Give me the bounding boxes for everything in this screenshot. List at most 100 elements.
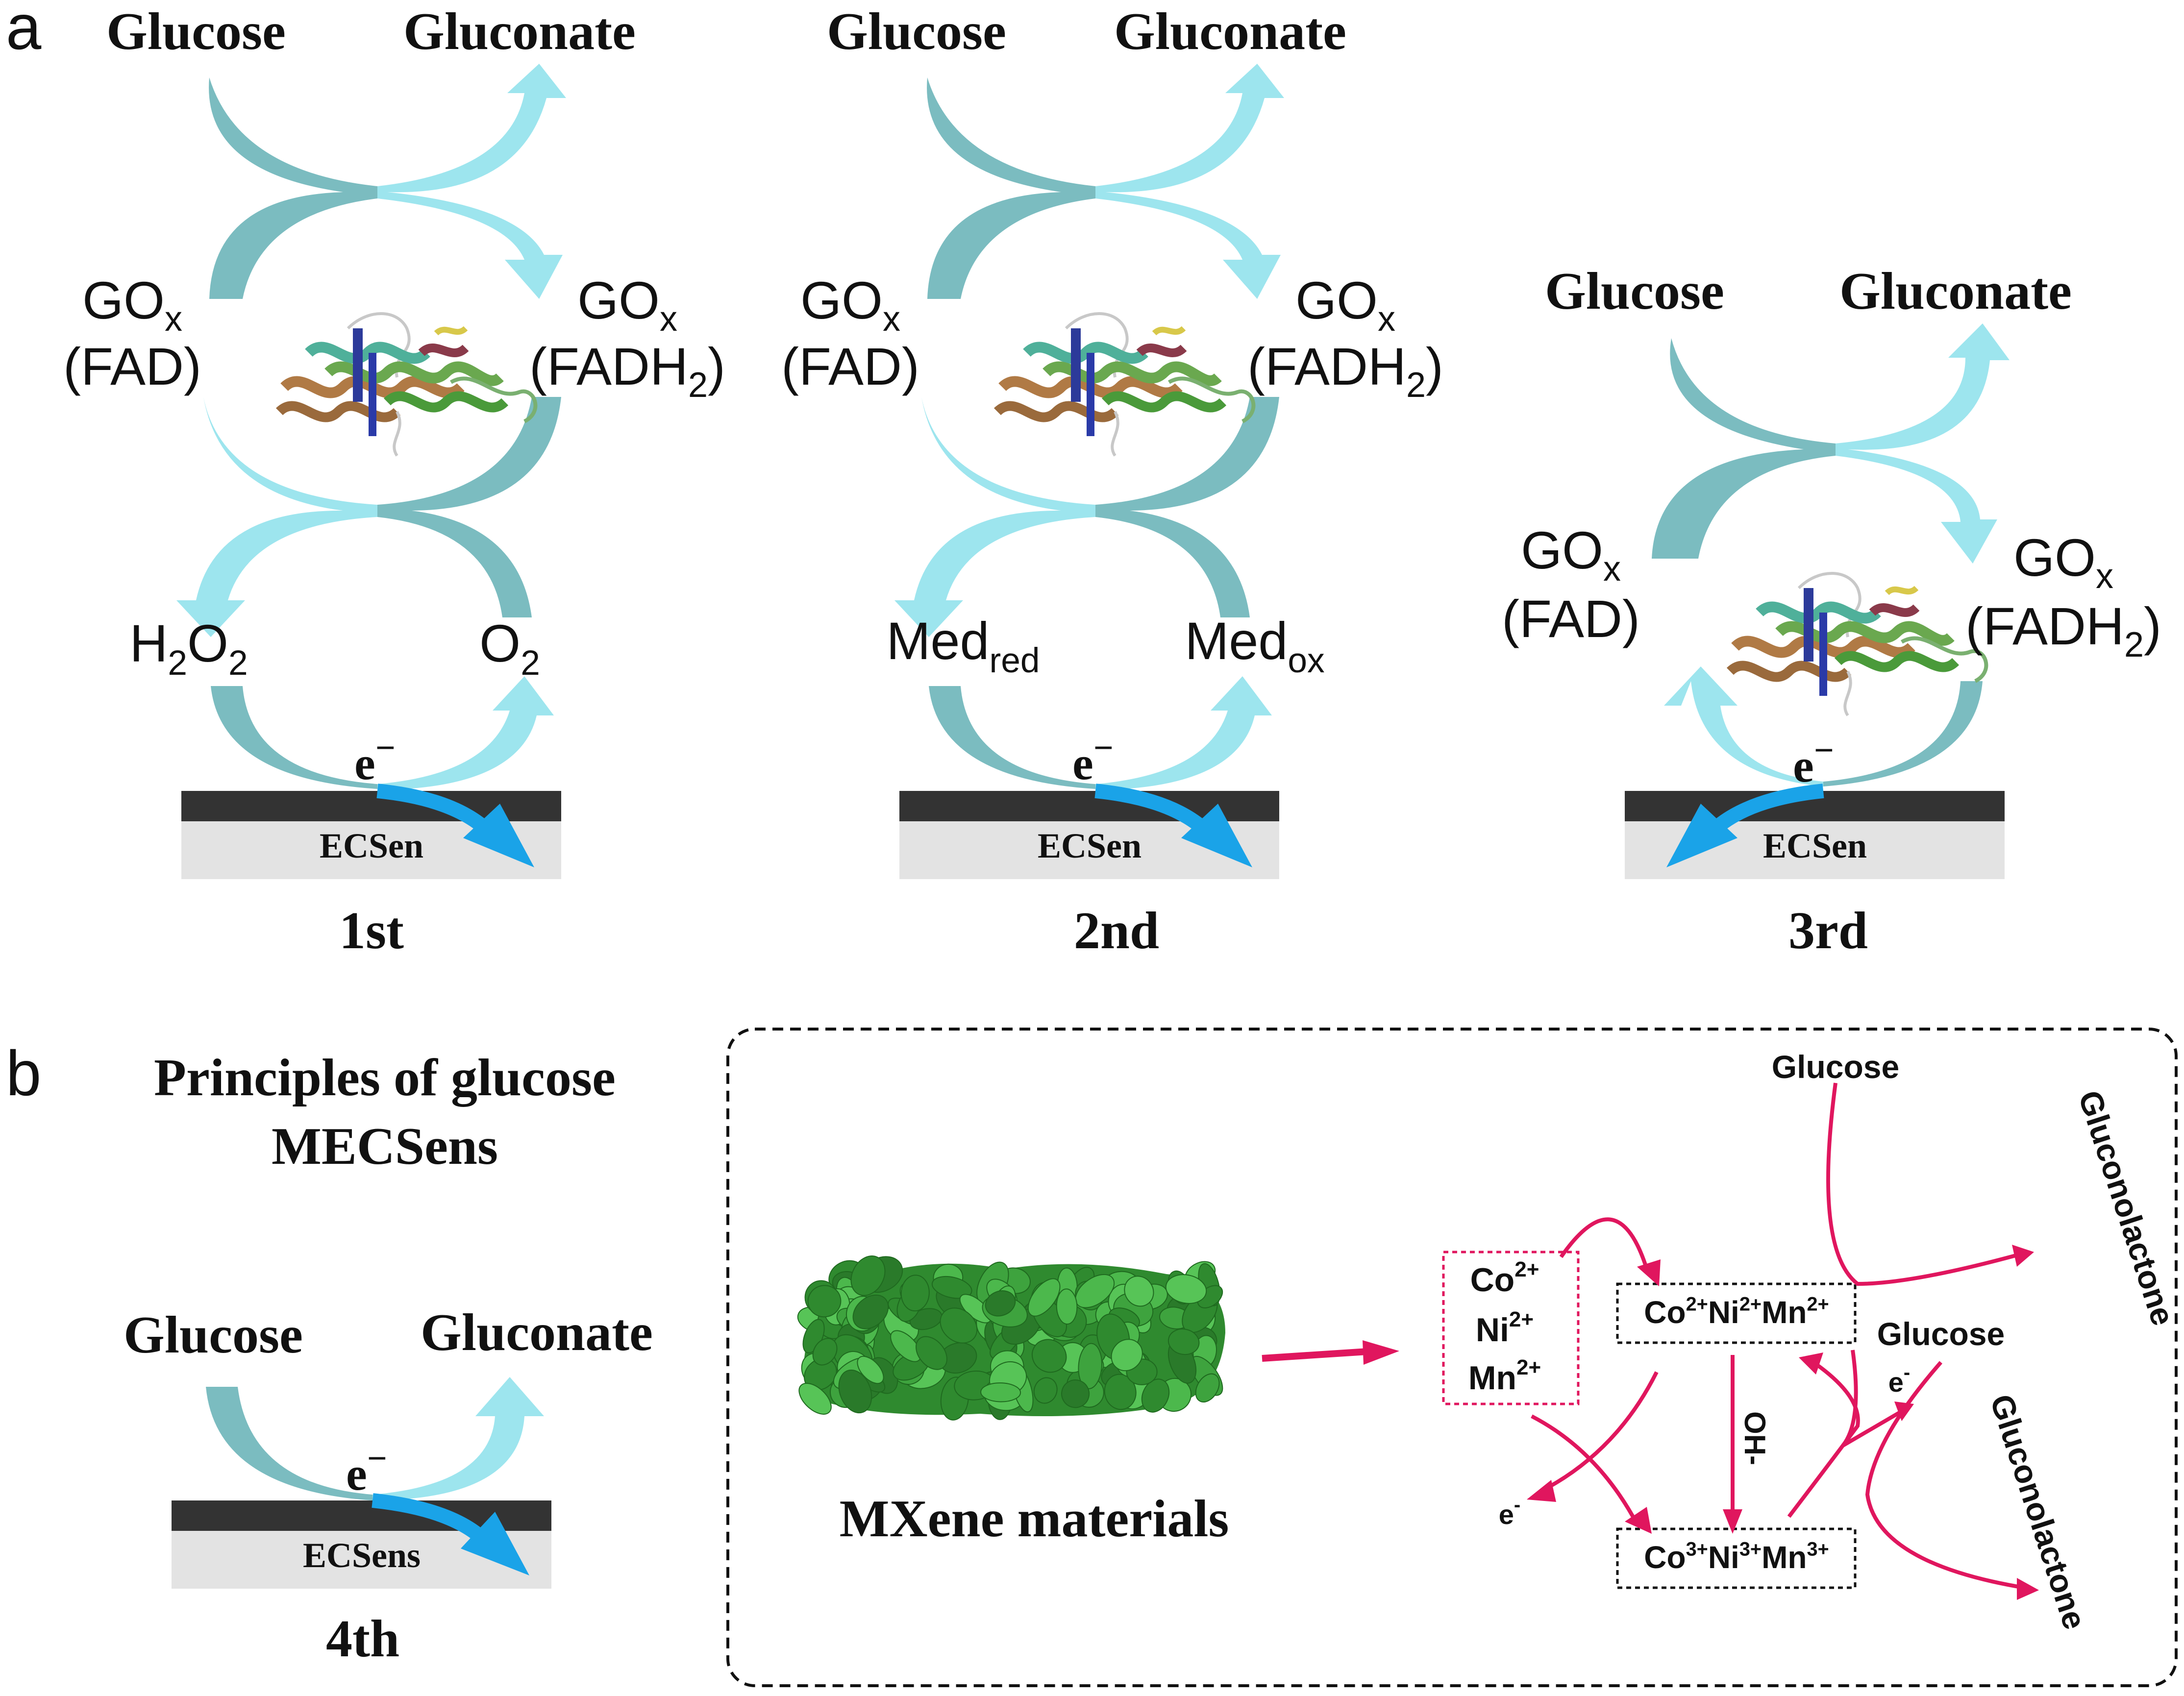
enzyme-ox-label: GOx	[1521, 520, 1621, 589]
protein-ribbon-icon	[279, 314, 535, 456]
consume-arc	[1652, 338, 1836, 559]
enzyme-red-label: GOx	[1295, 270, 1395, 339]
panel-b-fourth: Principles of glucose MECSens Glucose Gl…	[124, 1049, 653, 1668]
panel-b-title-line1: Principles of glucose	[154, 1049, 616, 1107]
hydroxide-label: OH-	[1738, 1411, 1771, 1465]
ion-state-box-3plus	[1616, 1527, 1857, 1589]
mxene-flake	[1167, 1328, 1200, 1355]
electrode-label: ECSen	[1038, 826, 1142, 865]
generation-label: 3rd	[1788, 902, 1868, 960]
produce-arc	[372, 1377, 544, 1500]
gluconolactone-label-top: Gluconolactone	[2072, 1086, 2182, 1329]
substrate-label: Glucose	[106, 2, 286, 61]
mxene-flake	[916, 1336, 947, 1370]
electron-label: e−	[354, 728, 396, 789]
electron-released-label: e-	[1499, 1494, 1520, 1530]
bottom-arc-right	[377, 676, 554, 790]
mxene-flake	[1033, 1377, 1058, 1404]
lower-arc-right	[1823, 681, 1983, 787]
mxene-flake	[850, 1255, 886, 1296]
bottom-arc-left	[211, 686, 377, 789]
substrate-label: Glucose	[827, 2, 1006, 61]
mxene-flake	[900, 1275, 930, 1312]
enzyme-ox-cofactor: (FAD)	[1502, 589, 1640, 648]
h2o2-label: H2O2	[129, 614, 248, 683]
mxene-flake	[1141, 1378, 1170, 1413]
med-red-label: Medred	[886, 611, 1040, 680]
panel-a-step-3: Glucose Gluconate GOx (FAD) GOx (FADH2) …	[1502, 262, 2161, 960]
lower-arc-right	[377, 397, 561, 617]
panel-a-step-1: Glucose Gluconate GOx (FAD) GOx (FADH2) …	[63, 2, 725, 960]
ion-ni: Ni2+	[1476, 1307, 1534, 1349]
consume-arc	[209, 77, 377, 299]
enzyme-ox-label: GOx	[82, 270, 182, 339]
mxene-flake	[1061, 1379, 1090, 1408]
produce-arc	[1836, 323, 2010, 564]
electron-uptake-label: e-	[1888, 1362, 1910, 1398]
med-ox-label: Medox	[1185, 611, 1324, 680]
enzyme-ox-cofactor: (FAD)	[63, 337, 201, 396]
electrode-label: ECSen	[320, 826, 423, 865]
panel-a-label: a	[6, 0, 42, 63]
ion-source-box	[1442, 1251, 1580, 1405]
enzyme-red-cofactor: (FADH2)	[1965, 596, 2161, 664]
o2-label: O2	[479, 614, 540, 683]
mxene-flake	[1027, 1278, 1061, 1317]
bottom-arc-right	[1095, 676, 1272, 790]
ion-state-2plus-label: Co2+Ni2+Mn2+	[1644, 1293, 1829, 1330]
generation-label: 2nd	[1074, 902, 1159, 960]
protein-ribbon-icon	[1730, 573, 1986, 715]
mxene-flake	[812, 1338, 838, 1366]
ion-state-box-2plus	[1616, 1282, 1857, 1344]
dashed-frame	[726, 1028, 2178, 1687]
enzyme-red-cofactor: (FADH2)	[1247, 337, 1443, 405]
generation-label: 1st	[339, 902, 404, 960]
mxene-nanosheets-icon	[797, 1255, 1225, 1421]
produce-arc	[1095, 64, 1284, 299]
mxene-flake	[1124, 1276, 1154, 1307]
mxene-flake	[940, 1307, 978, 1344]
electrode-label: ECSen	[1763, 826, 1867, 865]
redox-arrowheads	[1527, 1245, 2039, 1600]
mxene-flake	[980, 1382, 1021, 1402]
protein-ribbon-icon	[997, 314, 1253, 456]
mxene-flake	[931, 1276, 972, 1299]
electrode-label: ECSens	[303, 1536, 421, 1575]
product-label: Gluconate	[1839, 262, 2072, 320]
ion-mn: Mn2+	[1468, 1355, 1541, 1397]
lower-arc-left	[894, 397, 1095, 637]
mxene-flake	[838, 1369, 872, 1414]
panel-a-step-2: Glucose Gluconate GOx (FAD) GOx (FADH2) …	[781, 2, 1443, 960]
consume-arc	[927, 77, 1095, 299]
gluconolactone-label-bottom: Gluconolactone	[1984, 1390, 2093, 1633]
panel-b-label: b	[6, 1037, 41, 1109]
consume-arc	[206, 1387, 372, 1500]
enzyme-ox-cofactor: (FAD)	[781, 337, 919, 396]
mxene-mechanism-box: MXene materials Co2+ Ni2+ Mn2+ Co2+Ni2+M…	[726, 1028, 2182, 1687]
mxene-flake	[1031, 1339, 1067, 1373]
mxene-label: MXene materials	[840, 1490, 1229, 1548]
mxene-flake	[1165, 1274, 1207, 1304]
product-label: Gluconate	[1114, 2, 1346, 61]
product-label: Gluconate	[403, 2, 636, 61]
product-label: Gluconate	[421, 1303, 653, 1362]
electron-label: e−	[346, 1439, 387, 1500]
glucose-label-mid: Glucose	[1877, 1316, 2005, 1352]
transform-arrow	[1262, 1348, 1368, 1362]
ion-co: Co2+	[1470, 1257, 1539, 1299]
lower-arc-left	[176, 397, 377, 637]
electron-label: e−	[1793, 731, 1834, 792]
mxene-flake	[1056, 1288, 1078, 1325]
enzyme-red-label: GOx	[2013, 528, 2113, 596]
lower-arc-left	[1664, 666, 1823, 787]
mxene-flake	[857, 1355, 884, 1384]
enzyme-red-label: GOx	[577, 270, 677, 339]
mxene-flake	[1111, 1339, 1143, 1372]
mxene-flake	[1195, 1373, 1220, 1402]
mxene-flake	[852, 1294, 889, 1329]
mxene-flake	[807, 1285, 842, 1318]
electron-label: e−	[1072, 728, 1114, 789]
glucose-label-top: Glucose	[1772, 1049, 1899, 1085]
generation-label: 4th	[326, 1610, 399, 1668]
